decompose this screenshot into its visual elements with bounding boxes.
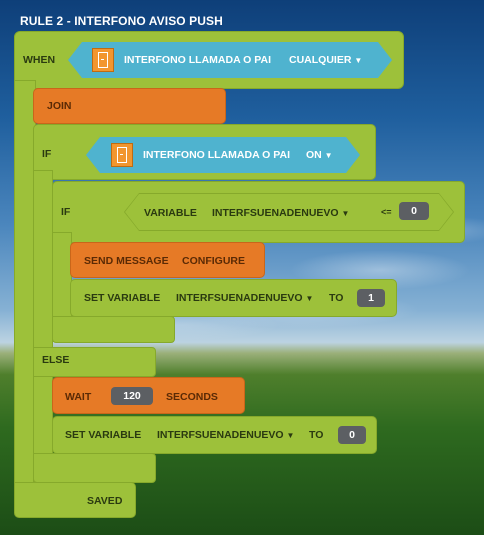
when-device-condition[interactable]	[68, 42, 392, 78]
when-state-value: CUALQUIER	[289, 54, 352, 66]
if-label: IF	[42, 148, 52, 160]
send-message-label: SEND MESSAGE	[84, 255, 169, 267]
variable-name: INTERFSUENADENUEVO	[212, 207, 339, 219]
when-device-name: INTERFONO LLAMADA O PAI	[124, 54, 271, 66]
set-variable-value-input[interactable]: 1	[357, 289, 385, 307]
if-state-dropdown[interactable]: ON ▼	[306, 149, 333, 161]
set-variable-to-label: TO	[329, 292, 344, 304]
nested-if-end	[52, 316, 175, 343]
door-icon	[111, 143, 133, 167]
chevron-down-icon: ▼	[305, 294, 314, 303]
set-variable-value-input[interactable]: 0	[338, 426, 366, 444]
when-state-dropdown[interactable]: CUALQUIER ▼	[289, 54, 362, 66]
when-end	[14, 482, 136, 518]
send-message-block[interactable]	[70, 242, 265, 278]
variable-label: VARIABLE	[144, 207, 197, 219]
set-variable-name: INTERFSUENADENUEVO	[176, 292, 303, 304]
when-label: WHEN	[23, 54, 56, 66]
door-icon	[92, 48, 114, 72]
set-variable-name: INTERFSUENADENUEVO	[157, 429, 284, 441]
chevron-down-icon: ▼	[354, 56, 363, 65]
join-label: JOIN	[47, 100, 72, 112]
set-variable-block[interactable]	[70, 279, 397, 317]
if-end	[33, 453, 156, 483]
set-variable-label: SET VARIABLE	[65, 429, 142, 441]
set-variable-block[interactable]	[52, 416, 377, 454]
wait-value-input[interactable]: 120	[111, 387, 153, 405]
set-variable-dropdown[interactable]: INTERFSUENADENUEVO ▼	[176, 292, 313, 304]
nested-if-label: IF	[61, 206, 71, 218]
wait-unit: SECONDS	[166, 391, 218, 403]
chevron-down-icon: ▼	[286, 431, 295, 440]
operator: <=	[381, 207, 392, 217]
else-label: ELSE	[42, 354, 70, 366]
if-device-name: INTERFONO LLAMADA O PAI	[143, 149, 290, 161]
variable-dropdown[interactable]: INTERFSUENADENUEVO ▼	[212, 207, 349, 219]
else-block	[33, 347, 156, 377]
set-variable-to-label: TO	[309, 429, 324, 441]
if-state-value: ON	[306, 149, 322, 161]
wait-label: WAIT	[65, 391, 92, 403]
join-block[interactable]	[33, 88, 226, 124]
condition-value-input[interactable]: 0	[399, 202, 429, 220]
set-variable-dropdown[interactable]: INTERFSUENADENUEVO ▼	[157, 429, 294, 441]
if-block-spine	[33, 170, 53, 485]
send-message-target: CONFIGURE	[182, 255, 245, 267]
saved-status: SAVED	[87, 495, 123, 507]
rule-title: RULE 2 - INTERFONO AVISO PUSH	[20, 14, 223, 28]
chevron-down-icon: ▼	[341, 209, 350, 218]
chevron-down-icon: ▼	[324, 151, 333, 160]
set-variable-label: SET VARIABLE	[84, 292, 161, 304]
